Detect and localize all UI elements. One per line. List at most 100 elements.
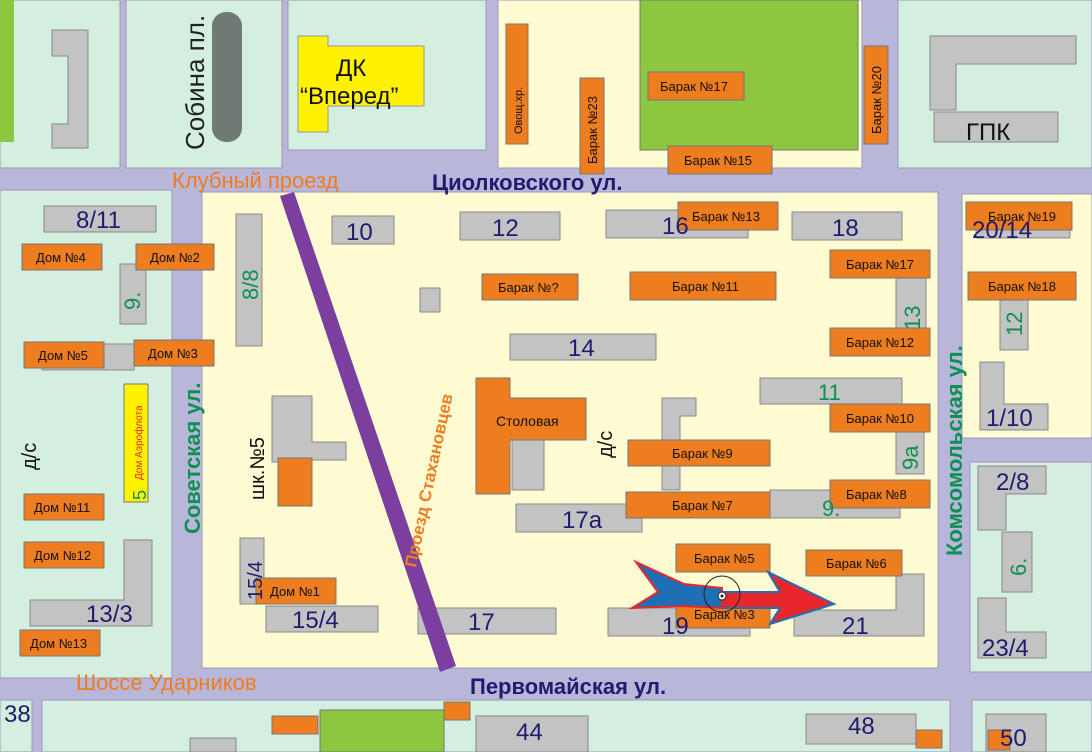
num-17: 17 [468,609,495,636]
gpk-building [933,111,1059,143]
street-sovetskaya: Советская ул. [180,383,205,534]
barak-12 [829,327,931,357]
sobina-square [212,12,242,142]
park-left [0,0,14,142]
num-2-8: 2/8 [996,469,1029,496]
num-48: 48 [848,713,875,740]
ovoshch-building [505,23,529,145]
dom-11-label: Дом №11 [34,500,90,515]
barak-11-label: Барак №11 [672,279,739,294]
num-16: 16 [662,213,689,240]
barak-15-label: Барак №15 [684,153,752,168]
barak-23 [579,77,605,175]
dom-2-label: Дом №2 [150,250,200,265]
dom-12 [23,541,105,569]
barak-3-label: Барак №3 [694,607,755,622]
num-1-10: 1/10 [986,405,1033,432]
dom-12-label: Дом №12 [34,548,91,563]
num-15-4: 15/4 [292,607,339,634]
building-14 [509,333,657,361]
dk-building [297,35,425,133]
dom-13 [19,629,101,657]
arrow-blue-tail [628,559,723,610]
barak-10-label: Барак №10 [846,411,914,426]
barak-8-label: Барак №8 [846,487,907,502]
num-19: 19 [662,613,689,640]
num-12r: 12 [1002,312,1027,336]
building-38 [189,737,237,752]
building-18 [791,211,903,241]
dom-4-label: Дом №4 [36,250,86,265]
num-6: 6. [1006,558,1031,576]
stakhanovtsev-passage [280,192,456,672]
num-12: 12 [492,215,519,242]
barak-20 [863,45,889,145]
dom-3-label: Дом №3 [148,346,198,361]
block-top-2 [125,0,283,169]
building-small [419,287,441,313]
street-shosse: Шоссе Ударников [76,670,257,695]
barak-17-mid-label: Барак №17 [846,257,914,272]
building-48 [805,713,917,745]
dom-4 [21,243,103,271]
park-bottom [319,709,445,752]
shk5-label: шк.№5 [247,437,269,500]
gpk-label: ГПК [966,119,1010,146]
street-sobina: Собина пл. [180,15,210,150]
num-8-11: 8/11 [76,207,121,234]
num-9: 9. [822,496,840,521]
ovoshch-label: Овощ.хр. [513,87,525,134]
barak-q-label: Барак №? [498,280,559,295]
building-1-10 [979,361,1049,431]
barak-18 [967,271,1077,301]
arrow-red-head [719,569,837,626]
ds-label-1: д/с [19,443,41,470]
barak-11 [629,271,777,301]
barak-17-mid [829,249,931,279]
dom-aeroflota [123,383,149,503]
building-9-left [119,263,147,325]
building-15-4 [265,605,379,633]
dom-5-label: Дом №5 [38,348,88,363]
building-21 [793,573,925,637]
barak-5 [675,543,771,573]
building-12 [459,211,561,241]
barak-10 [829,403,931,433]
barak-7-label: Барак №7 [672,498,733,513]
block-bottom-1 [0,699,33,752]
barak-7 [625,491,771,519]
num-9a: 9а [898,445,923,470]
num-13-3: 13/3 [86,601,133,628]
num-9-left: 9. [120,292,145,310]
dk-label: ДК [336,55,366,82]
school-5-annex [277,457,313,507]
bottom-orange-4 [987,729,1011,751]
barak-13 [677,201,779,231]
barak-19 [965,201,1073,231]
building-10 [331,215,395,245]
dom-2 [135,243,215,271]
dom-3 [133,339,215,367]
barak-13-label: Барак №13 [692,209,760,224]
building-13-3 [29,539,153,627]
building-44 [475,715,589,752]
barak-23-label: Барак №23 [585,96,600,164]
dk-label-2: “Вперед” [300,83,399,110]
barak-9 [627,439,771,467]
num-8-8: 8/8 [238,269,263,300]
building-top-left [51,29,89,149]
building-6 [1001,531,1033,593]
num-20-14: 20/14 [972,217,1032,244]
num-13: 13 [900,306,925,330]
dom-1 [255,577,337,605]
building-23-4 [977,597,1047,659]
building-11 [759,377,903,405]
barak-q [481,273,579,301]
building-top-right [929,35,1077,111]
num-15-4v: 15/4 [245,561,267,600]
building-17a [515,503,643,533]
building-8-11 [43,205,157,233]
building-2-8 [977,465,1047,531]
barak-18-label: Барак №18 [988,279,1056,294]
barak-15 [667,145,773,175]
